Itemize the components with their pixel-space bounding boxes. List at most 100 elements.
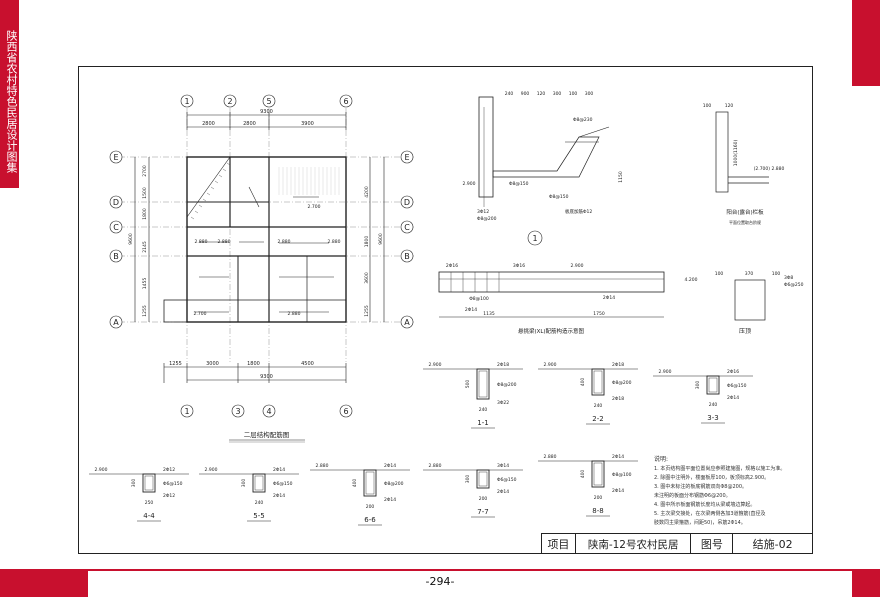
- axis-bubble-right-label: C: [404, 223, 410, 232]
- detail1-wall: [478, 96, 494, 198]
- section-name: 8-8: [592, 507, 603, 515]
- detail1-dim: 1150: [618, 171, 624, 183]
- section-top-rebar: 2Φ14: [612, 454, 624, 460]
- section-beam: [706, 375, 720, 395]
- section-elev: 2.880: [429, 463, 442, 469]
- side-title-band: [0, 0, 19, 188]
- railing-dim: 1000(1160): [733, 140, 739, 167]
- dim-left: 1255: [142, 305, 148, 317]
- section-name: 5-5: [253, 512, 264, 520]
- axis-bubble-top-label: 2: [227, 97, 232, 106]
- corner-accent-top: [852, 0, 880, 86]
- cantilever-rebar-label: 2Φ14: [465, 307, 477, 313]
- section-bottom-rebar: 2Φ12: [163, 493, 175, 499]
- section-beam: [142, 473, 156, 493]
- section-bottom-rebar: 3Φ22: [497, 400, 509, 406]
- hatch: [226, 162, 231, 166]
- section-elev: 2.900: [659, 369, 672, 375]
- railing-caption: 阳台(露台)栏板: [726, 208, 764, 216]
- hatch: [202, 198, 207, 202]
- axis-bubble-bottom-label: 1: [184, 407, 189, 416]
- section-beam: [591, 368, 605, 396]
- stair-diagonal: [186, 156, 231, 218]
- axis-bubble-bottom-label: 3: [235, 407, 240, 416]
- section-beam: [476, 368, 490, 400]
- section-stirrup: [593, 462, 603, 486]
- section-top-rebar: 2Φ12: [163, 467, 175, 473]
- axis-bubble-top-label: 5: [266, 97, 271, 106]
- section-width: 200: [594, 495, 603, 501]
- rebar-line: [248, 186, 260, 208]
- hatch: [190, 216, 195, 220]
- axis-bubble-left: [109, 220, 123, 234]
- detail1-rebar-label: Φ8@200: [477, 216, 497, 222]
- axis-bubble-right: [400, 249, 414, 263]
- hatch: [214, 180, 219, 184]
- section-top-rebar: 2Φ18: [612, 362, 624, 368]
- axis-bubble-left-label: B: [113, 252, 119, 261]
- detail1-marker-label: 1: [532, 234, 537, 243]
- section-bottom-rebar: 2Φ14: [612, 488, 624, 494]
- detail1-rebar: [578, 126, 610, 138]
- detail1-marker: [527, 230, 543, 246]
- note-line: 4. 图中所示板面钢筋长度均从梁或墙边算起。: [654, 502, 756, 508]
- section-stirrup: [478, 471, 488, 487]
- section-name: 7-7: [477, 508, 488, 516]
- section-height: 300: [131, 479, 137, 488]
- axis-bubble-right-label: B: [404, 252, 410, 261]
- section-stirrup: [478, 370, 488, 398]
- detail1-rebar-label: 3Φ12: [477, 209, 489, 215]
- section-elev: 2.900: [95, 467, 108, 473]
- coping-dim: 370: [745, 271, 754, 277]
- axis-bubble-left: [109, 249, 123, 263]
- section-stirrup-label: Φ8@100: [612, 472, 632, 478]
- cantilever-rebar-label: 2Φ14: [603, 295, 615, 301]
- detail1-slab: [492, 136, 600, 178]
- plan-caption: 二层结构配筋图: [244, 430, 290, 439]
- section-height: 500: [465, 380, 471, 389]
- section-elev: 2.900: [544, 362, 557, 368]
- axis-bubble-left-label: D: [113, 198, 119, 207]
- hatch: [194, 210, 199, 214]
- cantilever-caption: 悬挑梁(XL)配筋构造示意图: [518, 327, 585, 335]
- section-top-rebar: 2Φ16: [727, 369, 739, 375]
- dim-top: 3900: [301, 121, 314, 127]
- axis-bubble-left: [109, 315, 123, 329]
- note-line: 未注明的板面分布钢筋Φ6@200。: [654, 493, 731, 499]
- section-elev: 2.900: [205, 467, 218, 473]
- coping-dim: 100: [772, 271, 781, 277]
- section-stirrup: [144, 475, 154, 491]
- axis-bubble-left-label: C: [113, 223, 119, 232]
- axis-bubble-top: [339, 94, 353, 108]
- project-label: 项目: [542, 534, 576, 554]
- coping-caption: 压顶: [739, 328, 751, 335]
- dim-bottom: 1800: [247, 361, 260, 367]
- cantilever-rebar-label: 3Φ16: [513, 263, 525, 269]
- railing-note: 平面位置取台阶规: [729, 219, 761, 225]
- section-height: 300: [695, 381, 701, 390]
- note-line: 2. 除图中注明外，楼面板厚100，板顶标高2.900。: [654, 475, 770, 481]
- plan-elev-label: 2.880: [278, 239, 291, 245]
- coping-dim: 100: [715, 271, 724, 277]
- section-height: 400: [580, 378, 586, 387]
- section-beam: [591, 460, 605, 488]
- dim-total-left: 9600: [128, 233, 134, 245]
- plan-elev-label: 2.880: [218, 239, 231, 245]
- section-stirrup-label: Φ8@200: [384, 481, 404, 487]
- coping-rebar: 3Φ8: [784, 275, 793, 281]
- detail1-rebar-label: Φ8@230: [573, 117, 593, 123]
- plan-elev-label: 2.880: [288, 311, 301, 317]
- section-top-rebar: 3Φ14: [497, 463, 509, 469]
- section-bottom-rebar: 2Φ14: [273, 493, 285, 499]
- section-height: 400: [352, 479, 358, 488]
- dim-total-right: 9600: [378, 233, 384, 245]
- section-width: 240: [479, 407, 488, 413]
- section-stirrup: [365, 471, 375, 495]
- footer-rule: [0, 569, 880, 571]
- coping-elev: 4.200: [685, 277, 698, 283]
- cantilever-rebar-label: Φ8@100: [469, 296, 489, 302]
- section-stirrup-label: Φ6@150: [497, 477, 517, 483]
- axis-bubble-right-label: E: [404, 153, 409, 162]
- cantilever-elev: 2.900: [571, 263, 584, 269]
- railing-elev: (2.700) 2.880: [754, 166, 785, 172]
